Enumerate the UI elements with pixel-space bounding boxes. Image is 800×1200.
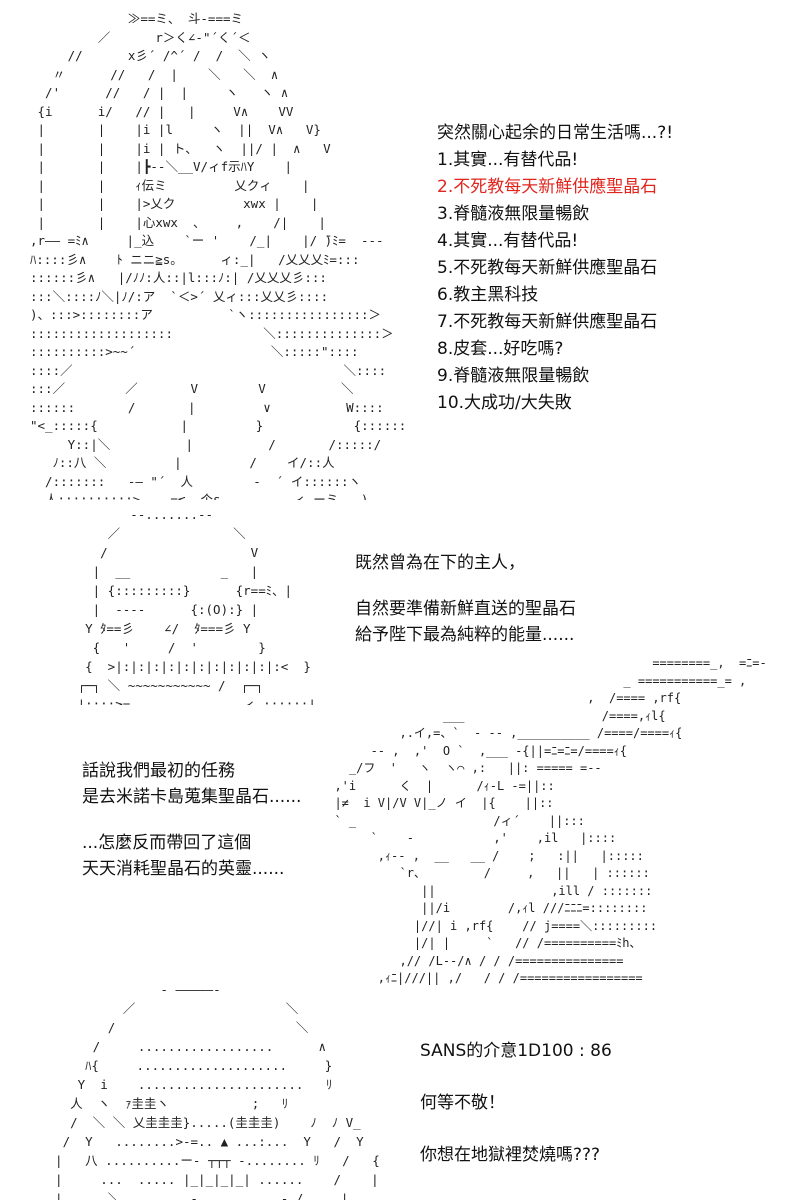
narration-block-3: SANS的介意1D100 : 86 何等不敬！ 你想在地獄裡焚燒嗎???	[420, 1038, 680, 1168]
menu-option-2-highlighted: 2.不死教每天新鮮供應聖晶石	[437, 177, 658, 197]
menu-option-6: 6.教主黑科技	[437, 285, 539, 305]
menu-title: 突然關心起余的日常生活嗎...?!	[437, 123, 674, 143]
menu-option-1: 1.其實...有替代品!	[437, 150, 579, 170]
narration-2-line-3: ...怎麼反而帶回了這個	[82, 833, 252, 853]
menu-option-3: 3.脊髓液無限量暢飲	[437, 204, 590, 224]
narration-3-line-2: 何等不敬！	[420, 1093, 505, 1113]
menu-option-8: 8.皮套...好吃嗎?	[437, 339, 564, 359]
narration-1-line-2: 自然要準備新鮮直送的聖晶石	[355, 599, 576, 619]
ascii-art-skull: ‐-.......-‐ ／ ＼ / V | __ _ | | {::::::::…	[77, 507, 316, 705]
ascii-art-gun-figure: ========_, =ﾆ=- _ ===========_= , , /===…	[334, 656, 767, 985]
narration-1-line-1: 既然曾為在下的主人，	[355, 553, 525, 573]
narration-block-2: 話說我們最初的任務 是去米諾卡島蒐集聖晶石...... ...怎麼反而帶回了這個…	[82, 758, 322, 882]
menu-option-7: 7.不死教每天新鮮供應聖晶石	[437, 312, 658, 332]
narration-2-line-2: 是去米諾卡島蒐集聖晶石......	[82, 787, 302, 807]
menu-option-4: 4.其實...有替代品!	[437, 231, 579, 251]
ascii-art-girl: ≫==ミ、 斗-===ミ ／ r＞く∠‐"´く´＜ // x彡´ /^´ / /…	[30, 11, 407, 500]
choice-menu: 突然關心起余的日常生活嗎...?! 1.其實...有替代品! 2.不死教每天新鮮…	[437, 120, 777, 417]
narration-block-1: 既然曾為在下的主人， 自然要準備新鮮直送的聖晶石 給予陛下最為純粹的能量....…	[355, 550, 675, 648]
ascii-art-skull-bottom: ‐ ―――――‐ ／ ＼ / ＼ / .................. ∧ …	[55, 982, 380, 1200]
narration-2-line-1: 話說我們最初的任務	[82, 761, 235, 781]
menu-option-9: 9.脊髓液無限量暢飲	[437, 366, 590, 386]
narration-1-line-3: 給予陛下最為純粹的能量......	[355, 625, 575, 645]
narration-3-line-3: 你想在地獄裡焚燒嗎???	[420, 1145, 601, 1165]
dice-roll-line: SANS的介意1D100 : 86	[420, 1041, 612, 1061]
menu-option-10: 10.大成功/大失敗	[437, 393, 572, 413]
menu-option-5: 5.不死教每天新鮮供應聖晶石	[437, 258, 658, 278]
narration-2-line-4: 天天消耗聖晶石的英靈......	[82, 859, 285, 879]
